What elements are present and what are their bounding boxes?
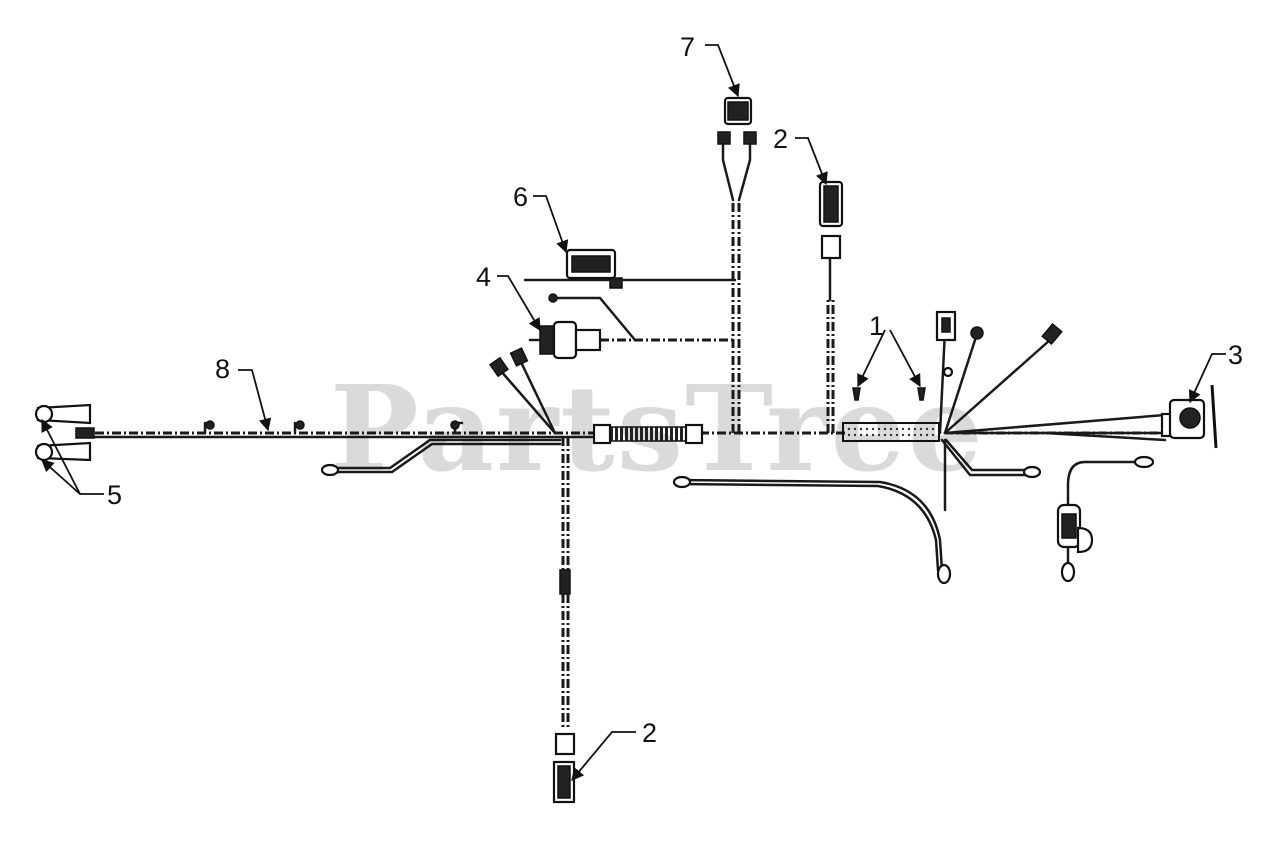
callout-labels: 7 2 6 4 1 3 8 5 2	[107, 32, 1243, 748]
spade-leads-1	[852, 387, 926, 401]
callout-4: 4	[476, 262, 491, 292]
switch-3	[1160, 384, 1218, 449]
right-ground-wires	[672, 438, 1042, 585]
callout-2-bottom: 2	[642, 718, 657, 748]
conduit-section	[592, 423, 704, 445]
connector-block	[842, 422, 940, 442]
callout-6: 6	[513, 182, 528, 212]
callout-1: 1	[869, 311, 884, 341]
callout-leaders	[41, 44, 1226, 781]
callout-8: 8	[215, 354, 230, 384]
upper-right-branch	[818, 180, 844, 433]
upper-branch	[717, 96, 757, 433]
right-junction-wires	[935, 310, 1167, 442]
fuse-holder	[1056, 455, 1155, 583]
switch-4	[528, 293, 735, 360]
diagonal-leads	[489, 347, 557, 435]
callout-3: 3	[1228, 340, 1243, 370]
left-ground-wire	[320, 438, 562, 477]
callout-2-top: 2	[773, 124, 788, 154]
connector-group-5	[34, 403, 95, 462]
callout-5: 5	[107, 480, 122, 510]
relay-bracket-6	[523, 248, 737, 289]
lower-branch	[552, 437, 576, 804]
callout-7: 7	[680, 32, 695, 62]
